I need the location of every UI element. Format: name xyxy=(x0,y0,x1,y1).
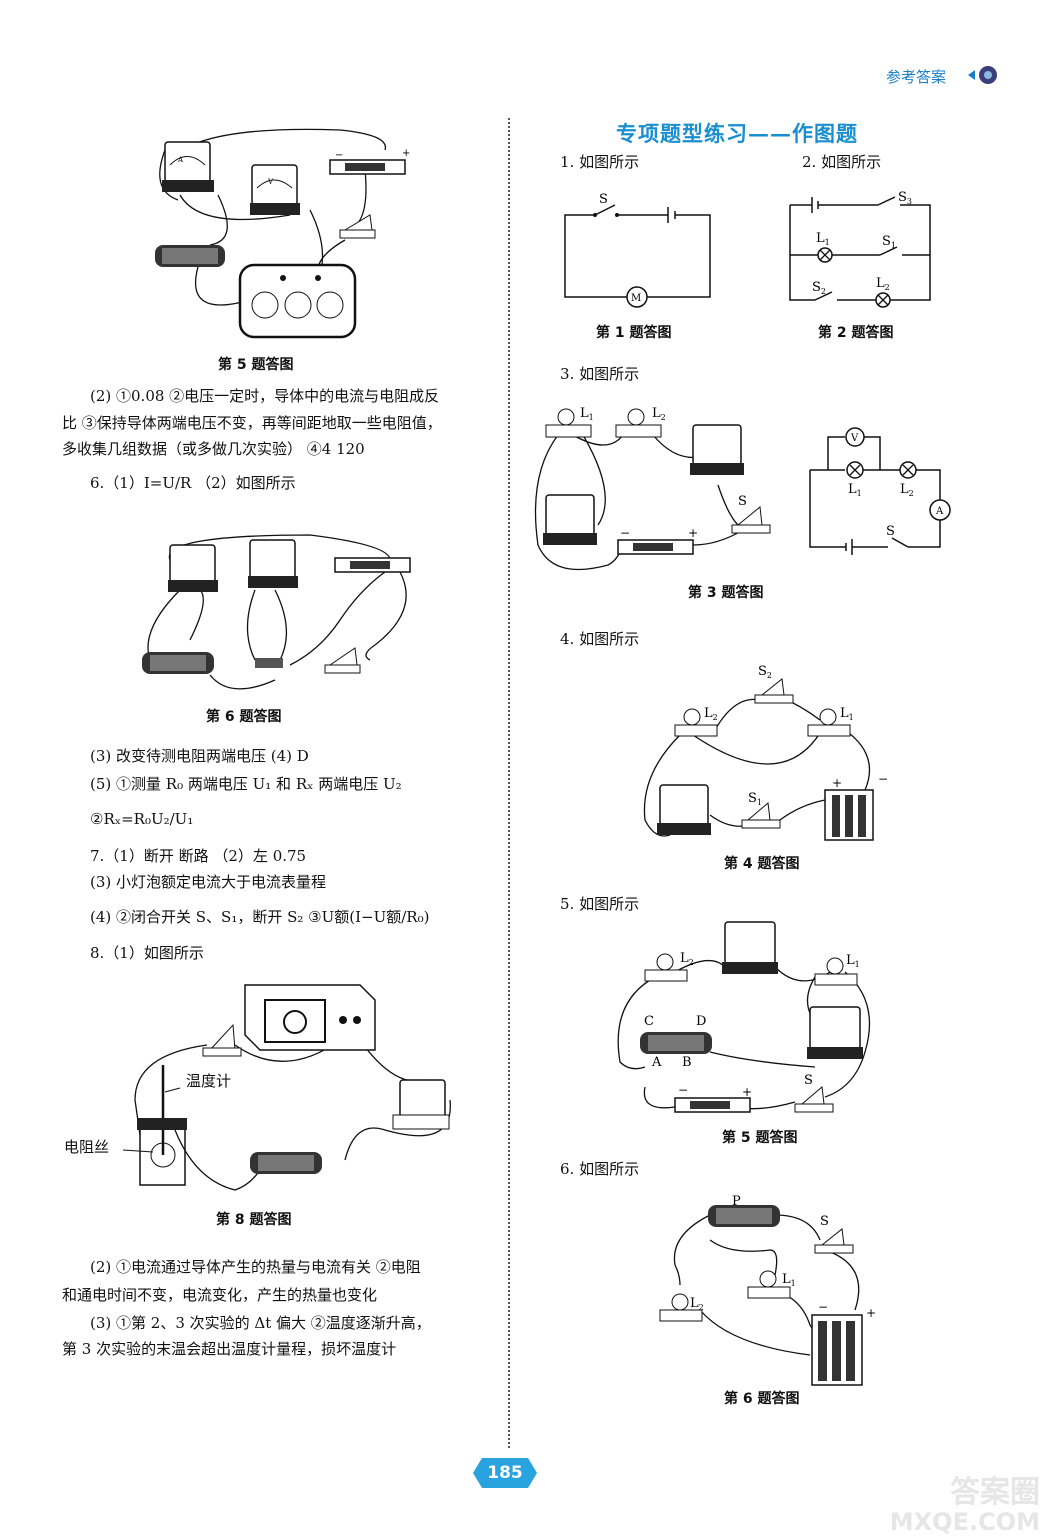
svg-text:−: − xyxy=(335,150,343,161)
svg-text:A: A xyxy=(177,156,184,164)
svg-text:L1: L1 xyxy=(580,406,594,422)
svg-text:S2: S2 xyxy=(812,280,826,296)
q8-2-line2: 和通电时间不变，电流变化，产生的热量也变化 xyxy=(62,1286,378,1304)
svg-text:C: C xyxy=(644,1014,654,1029)
watermark-logo: 答案圈 xyxy=(950,1475,1040,1510)
q5-2-line2: 比 ③保持导体两端电压不变，再等间距地取一些电阻值， xyxy=(62,414,442,432)
svg-text:S: S xyxy=(886,524,895,539)
svg-text:S2: S2 xyxy=(758,664,772,680)
q1-label: 1. 如图所示 xyxy=(560,153,640,171)
q6-1: 6.（1）I=U/R （2）如图所示 xyxy=(90,474,296,492)
page-number: 185 xyxy=(487,1463,523,1483)
q6-3: (3) 改变待测电阻两端电压 (4) D xyxy=(90,747,309,765)
caption-right-6: 第 6 题答图 xyxy=(724,1391,800,1407)
q2-label: 2. 如图所示 xyxy=(802,153,882,171)
svg-text:A: A xyxy=(651,1055,662,1070)
svg-text:+: + xyxy=(742,1085,752,1099)
svg-text:S1: S1 xyxy=(882,234,896,250)
svg-text:S3: S3 xyxy=(898,190,912,206)
svg-text:S1: S1 xyxy=(748,791,762,807)
caption-left-6: 第 6 题答图 xyxy=(206,709,282,725)
svg-text:V: V xyxy=(267,178,274,186)
svg-text:L1: L1 xyxy=(782,1272,796,1288)
svg-text:L2: L2 xyxy=(652,406,666,422)
caption-right-5: 第 5 题答图 xyxy=(722,1130,798,1146)
caption-left-8: 第 8 题答图 xyxy=(216,1212,292,1228)
q5-2-line1: (2) ①0.08 ②电压一定时，导体中的电流与电阻成反 xyxy=(90,387,440,405)
figure-left-6 xyxy=(142,534,411,690)
svg-text:S: S xyxy=(804,1073,813,1088)
svg-text:L1: L1 xyxy=(816,231,830,247)
svg-text:+: + xyxy=(866,1306,876,1320)
q7-3: (3) 小灯泡额定电流大于电流表量程 xyxy=(90,873,327,891)
svg-text:S: S xyxy=(820,1214,829,1229)
svg-text:L1: L1 xyxy=(846,953,860,969)
svg-text:L2: L2 xyxy=(704,706,718,722)
svg-text:L2: L2 xyxy=(900,482,914,498)
q4-label: 4. 如图所示 xyxy=(560,630,640,648)
svg-text:S: S xyxy=(738,494,747,509)
voltmeter: V xyxy=(250,164,300,215)
resistance-wire-label: 电阻丝 xyxy=(64,1138,110,1156)
q5-label: 5. 如图所示 xyxy=(560,895,640,913)
svg-text:V: V xyxy=(850,433,859,444)
caption-left-5: 第 5 题答图 xyxy=(218,357,294,373)
svg-text:L2: L2 xyxy=(876,276,890,292)
circuit-3-diagram: V A L1 L2 S xyxy=(809,427,951,555)
page-number-badge xyxy=(473,1458,537,1488)
figure-right-5: L2 L1 C D A B S − + xyxy=(617,921,871,1113)
watermark-url: MXQE.COM xyxy=(889,1508,1040,1536)
svg-text:−: − xyxy=(678,1083,688,1097)
svg-text:+: + xyxy=(832,776,842,790)
svg-text:L1: L1 xyxy=(848,482,862,498)
figure-right-4: S2 L2 L1 S1 + − xyxy=(643,664,888,841)
svg-text:M: M xyxy=(631,293,641,304)
circuit-1: S M xyxy=(564,192,711,308)
svg-text:S: S xyxy=(599,192,608,207)
figure-left-5: A V − + xyxy=(155,128,410,339)
figure-left-8 xyxy=(122,984,451,1191)
caption-right-1: 第 1 题答图 xyxy=(596,325,672,341)
q6-5b: ②Rₓ=R₀U₂/U₁ xyxy=(90,810,194,828)
q8-3-line1: (3) ①第 2、3 次实验的 Δt 偏大 ②温度逐渐升高， xyxy=(90,1314,431,1332)
q7-4: (4) ②闭合开关 S、S₁，断开 S₂ ③U额(I−U额/R₀) xyxy=(90,908,430,926)
svg-text:−: − xyxy=(620,526,630,540)
svg-text:D: D xyxy=(696,1014,706,1029)
q5-2-line3: 多收集几组数据（或多做几次实验） ④4 120 xyxy=(62,440,365,458)
q6-label: 6. 如图所示 xyxy=(560,1160,640,1178)
svg-text:B: B xyxy=(682,1055,692,1070)
q7-1: 7.（1）断开 断路 （2）左 0.75 xyxy=(90,847,307,865)
q8-3-line2: 第 3 次实验的末温会超出温度计量程，损坏温度计 xyxy=(62,1340,397,1358)
svg-text:+: + xyxy=(402,148,410,159)
svg-text:P: P xyxy=(732,1195,741,1209)
ammeter: A xyxy=(162,141,214,192)
q8-1: 8.（1）如图所示 xyxy=(90,944,204,962)
q8-2-line1: (2) ①电流通过导体产生的热量与电流有关 ②电阻 xyxy=(90,1258,421,1276)
svg-text:−: − xyxy=(878,772,888,786)
svg-text:L2: L2 xyxy=(690,1296,704,1312)
svg-text:A: A xyxy=(935,506,944,517)
header-label: 参考答案 xyxy=(886,68,947,86)
svg-text:−: − xyxy=(818,1300,828,1314)
svg-text:+: + xyxy=(688,526,698,540)
gear-icon xyxy=(968,66,997,84)
circuit-2: S3 L1 S1 S2 L2 xyxy=(789,190,931,308)
caption-right-4: 第 4 题答图 xyxy=(724,856,800,872)
caption-right-2: 第 2 题答图 xyxy=(818,325,894,341)
column-divider xyxy=(508,118,510,1448)
figure-right-3-physical: L1 L2 S − + xyxy=(534,406,771,571)
q3-label: 3. 如图所示 xyxy=(560,365,640,383)
figure-right-6: P S L1 L2 − + xyxy=(659,1195,876,1386)
caption-right-3: 第 3 题答图 xyxy=(688,585,764,601)
svg-text:L1: L1 xyxy=(840,706,854,722)
thermometer-label: 温度计 xyxy=(186,1072,232,1090)
section-title: 专项题型练习——作图题 xyxy=(616,121,858,146)
q6-5a: (5) ①测量 R₀ 两端电压 U₁ 和 Rₓ 两端电压 U₂ xyxy=(90,775,402,793)
svg-text:L2: L2 xyxy=(680,951,694,967)
